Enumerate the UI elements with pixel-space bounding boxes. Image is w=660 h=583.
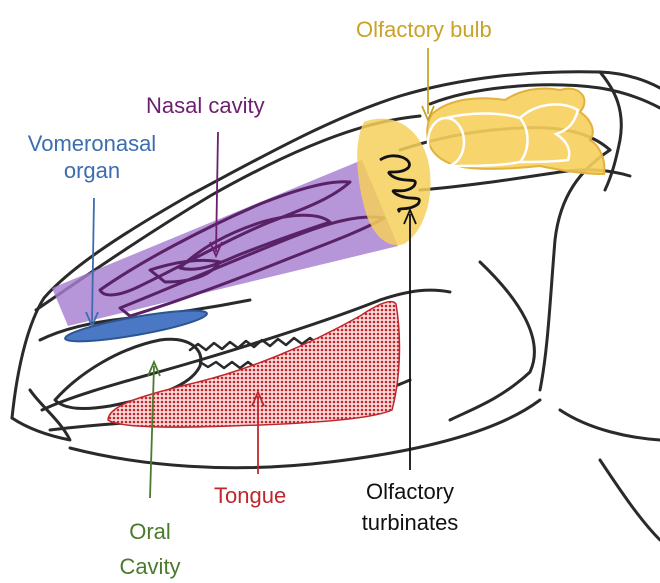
nasal-cavity-label: Nasal cavity xyxy=(146,92,265,119)
neck-bottom-line xyxy=(600,460,660,540)
tongue-label: Tongue xyxy=(214,482,286,509)
oral-cavity-label: Oral Cavity xyxy=(90,518,210,580)
vomeronasal-label-line1: Vomeronasal xyxy=(12,130,172,157)
olfactory-bulb-region xyxy=(427,88,604,174)
olfactory-turbinates-label-line2: turbinates xyxy=(340,509,480,536)
olfactory-turbinates-label-line1: Olfactory xyxy=(340,478,480,505)
snout-tip-line xyxy=(12,390,70,440)
vomeronasal-organ-label: Vomeronasal organ xyxy=(12,130,172,184)
jaw-rear-line xyxy=(450,262,534,420)
oral-cavity-pointer xyxy=(150,366,154,498)
olfactory-bulb-label: Olfactory bulb xyxy=(356,16,492,43)
oral-cavity-label-line2: Cavity xyxy=(90,553,210,580)
olfactory-turbinates-label: Olfactory turbinates xyxy=(340,478,480,536)
oral-cavity-label-line1: Oral xyxy=(90,518,210,545)
neck-lower-line xyxy=(560,410,660,440)
neck-back-line xyxy=(540,150,610,390)
vomeronasal-label-line2: organ xyxy=(12,157,172,184)
